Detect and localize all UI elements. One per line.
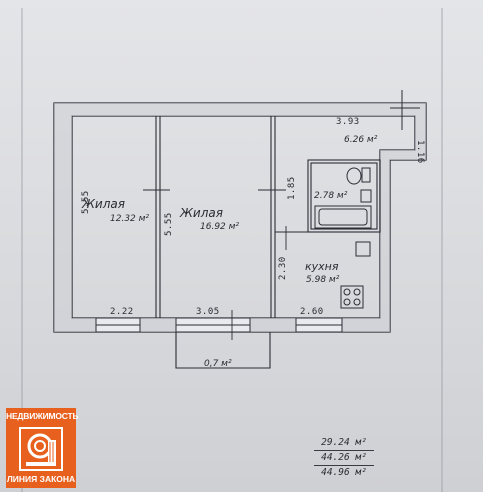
total-living-area: 29.24 м² [314, 436, 374, 451]
logo-line-1: НЕДВИЖИМОСТЬ [6, 411, 79, 421]
toilet-icon [346, 167, 371, 185]
room-name-kitchen: кухня [305, 260, 339, 273]
room-name-living-2: Жилая [179, 206, 223, 220]
dim-top-right: 3.93 [336, 117, 360, 127]
dim-left-height: 5.55 [81, 190, 91, 214]
room-area-balcony: 0,7 м² [204, 359, 232, 369]
dim-bottom-1: 2.22 [110, 307, 134, 317]
room-area-living-1: 12.32 м² [110, 214, 149, 224]
dim-right-small: 1.16 [415, 140, 425, 164]
dim-bottom-2: 3.05 [196, 307, 220, 317]
wall-fill [54, 103, 426, 332]
dim-mid-height: 5.55 [164, 212, 174, 236]
dim-bath-height: 1.85 [287, 176, 297, 200]
area-totals: 29.24 м² 44.26 м² 44.96 м² [314, 436, 374, 480]
room-name-living-1: Жилая [81, 197, 125, 211]
balcony-outline [175, 332, 271, 369]
total-area: 44.26 м² [314, 451, 374, 466]
stove-icon [340, 285, 364, 309]
room-area-hall: 6.26 м² [344, 135, 378, 145]
room-area-bathroom: 2.78 м² [314, 191, 348, 201]
dim-bottom-3: 2.60 [300, 307, 324, 317]
windows [95, 317, 343, 333]
bathtub-icon [314, 205, 372, 229]
column-emblem-icon [19, 427, 63, 471]
room-area-kitchen: 5.98 м² [306, 275, 340, 285]
dimension-marks [143, 189, 296, 340]
bath-sink-icon [360, 189, 372, 203]
dim-kitchen-height: 2.30 [278, 256, 288, 280]
entry-door [390, 90, 420, 130]
interior-walls [155, 116, 381, 318]
total-area-with-balcony: 44.96 м² [321, 467, 367, 478]
logo-line-2: ЛИНИЯ ЗАКОНА [6, 474, 76, 484]
room-area-living-2: 16.92 м² [200, 222, 239, 232]
kitchen-sink-icon [355, 241, 371, 257]
agency-logo: НЕДВИЖИМОСТЬ ЛИНИЯ ЗАКОНА [6, 408, 79, 488]
